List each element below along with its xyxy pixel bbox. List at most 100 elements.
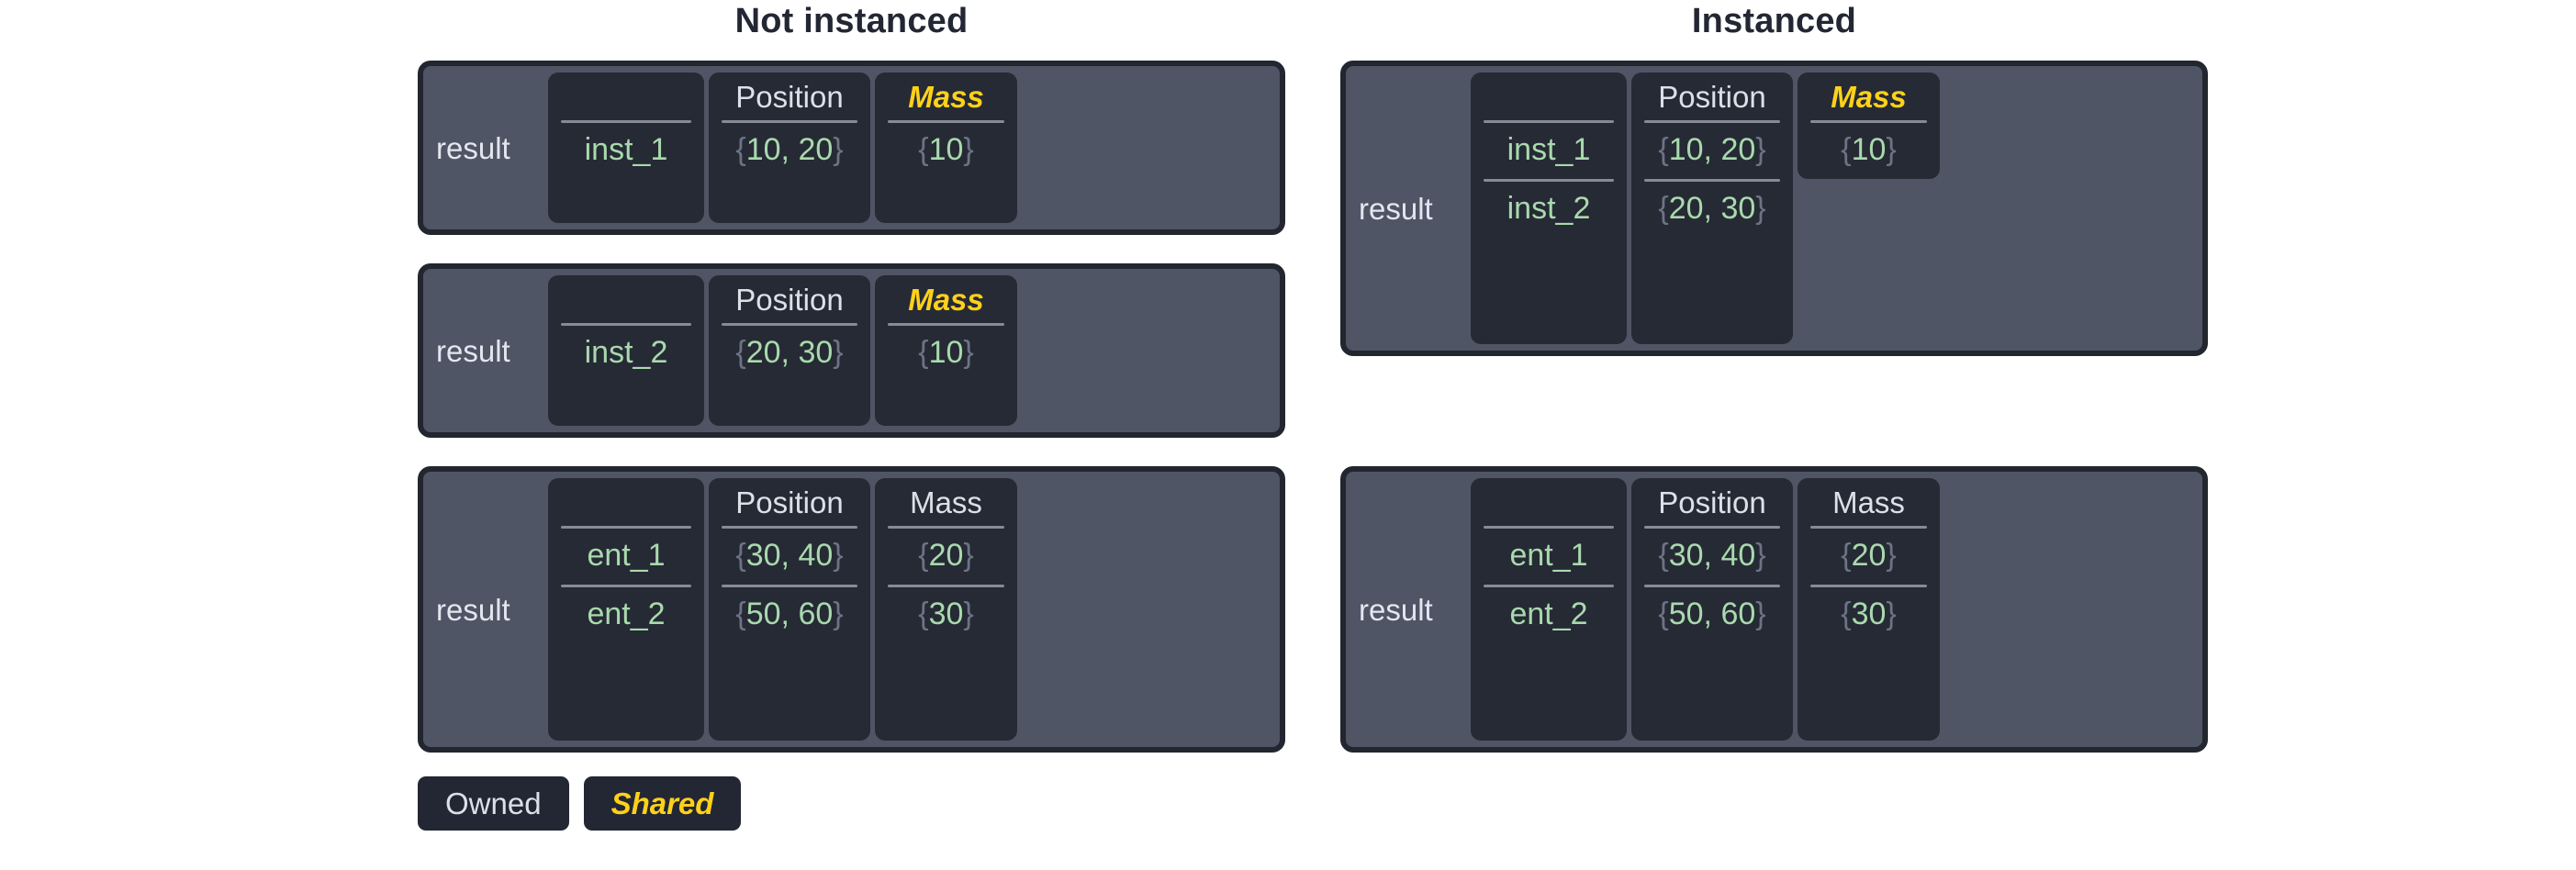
brace-close: } (963, 132, 974, 167)
brace-close: } (833, 132, 844, 167)
cell-value: 10 (1851, 132, 1887, 167)
component-column-mass-shared: Mass {10} (1798, 72, 1940, 179)
table-cell-entity: inst_1 (548, 120, 704, 179)
result-box-instanced-2: result ent_1 ent_2 Position {30, 40} {50… (1340, 466, 2208, 753)
brace-open: { (1658, 191, 1669, 226)
component-column-position: Position {10, 20} (709, 72, 870, 223)
component-columns: inst_1 Position {10, 20} Mass {10} (548, 72, 1271, 223)
cell-value: 30, 40 (1668, 538, 1756, 573)
table-cell-position: {10, 20} (1631, 120, 1793, 179)
brace-open: { (918, 335, 929, 370)
result-box-not-instanced-1: result inst_1 Position {10, 20} Mass {10… (418, 61, 1285, 235)
column-header-entity (1471, 478, 1627, 526)
table-cell-position: {50, 60} (1631, 585, 1793, 643)
cell-value: 10 (928, 132, 964, 167)
result-label: result (1359, 191, 1433, 226)
brace-close: } (963, 538, 974, 573)
table-cell-entity: inst_2 (548, 323, 704, 382)
component-column-entity: inst_1 (548, 72, 704, 223)
table-cell-mass: {10} (875, 120, 1017, 179)
component-column-mass: Mass {20} {30} (875, 478, 1017, 741)
column-header-mass: Mass (910, 485, 982, 519)
brace-close: } (963, 597, 974, 631)
column-header-position: Position (1658, 485, 1766, 519)
table-cell-entity: ent_1 (1471, 526, 1627, 585)
component-column-position: Position {30, 40} {50, 60} (1631, 478, 1793, 741)
table-cell-mass: {20} (875, 526, 1017, 585)
cell-value: 20 (1851, 538, 1887, 573)
cell-value: 20 (928, 538, 964, 573)
column-header-entity (1471, 72, 1627, 120)
column-header-position: Position (1658, 79, 1766, 114)
table-cell-position: {10, 20} (709, 120, 870, 179)
brace-close: } (1886, 132, 1897, 167)
cell-value: 30 (1851, 597, 1887, 631)
result-box-not-instanced-2: result inst_2 Position {20, 30} Mass {10… (418, 263, 1285, 438)
component-column-position: Position {30, 40} {50, 60} (709, 478, 870, 741)
component-column-entity: ent_1 ent_2 (548, 478, 704, 741)
section-title-instanced: Instanced (1691, 2, 1857, 40)
cell-value: 20, 30 (745, 335, 834, 370)
brace-open: { (918, 538, 929, 573)
component-columns: inst_1 inst_2 Position {10, 20} {20, 30}… (1471, 72, 2194, 344)
component-column-position: Position {10, 20} {20, 30} (1631, 72, 1793, 344)
table-cell-mass: {20} (1798, 526, 1940, 585)
brace-close: } (1886, 597, 1897, 631)
result-label: result (436, 130, 510, 165)
table-cell-entity: inst_2 (1471, 179, 1627, 238)
result-box-instanced-1: result inst_1 inst_2 Position {10, 20} {… (1340, 61, 2208, 356)
component-column-mass: Mass {20} {30} (1798, 478, 1940, 741)
brace-close: } (963, 335, 974, 370)
table-cell-entity: ent_2 (548, 585, 704, 643)
cell-value: 50, 60 (1668, 597, 1756, 631)
cell-value: 30 (928, 597, 964, 631)
table-cell-mass: {30} (1798, 585, 1940, 643)
brace-open: { (918, 597, 929, 631)
section-title-not-instanced: Not instanced (734, 2, 969, 40)
column-header-position: Position (735, 79, 844, 114)
cell-value: 10 (928, 335, 964, 370)
brace-open: { (1841, 597, 1852, 631)
brace-open: { (1658, 538, 1669, 573)
table-cell-mass: {10} (1798, 120, 1940, 179)
brace-open: { (1841, 132, 1852, 167)
legend: Owned Shared (418, 776, 742, 831)
result-label: result (436, 592, 510, 627)
cell-value: 10, 20 (745, 132, 834, 167)
table-cell-position: {50, 60} (709, 585, 870, 643)
result-label: result (1359, 592, 1433, 627)
table-cell-mass: {10} (875, 323, 1017, 382)
column-header-position: Position (735, 282, 844, 317)
component-columns: ent_1 ent_2 Position {30, 40} {50, 60} M… (548, 478, 1271, 741)
brace-open: { (1658, 597, 1669, 631)
legend-chip-owned: Owned (418, 776, 569, 831)
column-header-entity (548, 275, 704, 323)
brace-close: } (1755, 597, 1766, 631)
cell-value: 30, 40 (745, 538, 834, 573)
table-cell-entity: ent_1 (548, 526, 704, 585)
brace-close: } (1755, 191, 1766, 226)
column-header-mass: Mass (1832, 485, 1905, 519)
table-cell-position: {30, 40} (709, 526, 870, 585)
component-columns: inst_2 Position {20, 30} Mass {10} (548, 275, 1271, 426)
table-cell-position: {20, 30} (1631, 179, 1793, 238)
component-column-entity: ent_1 ent_2 (1471, 478, 1627, 741)
component-column-entity: inst_2 (548, 275, 704, 426)
brace-close: } (1886, 538, 1897, 573)
column-header-position: Position (735, 485, 844, 519)
brace-close: } (1755, 132, 1766, 167)
legend-chip-shared: Shared (583, 776, 742, 831)
column-header-mass: Mass (908, 79, 984, 114)
brace-close: } (833, 538, 844, 573)
brace-open: { (735, 538, 746, 573)
brace-open: { (735, 132, 746, 167)
table-cell-entity: inst_1 (1471, 120, 1627, 179)
component-column-mass: Mass {10} (875, 275, 1017, 426)
brace-open: { (918, 132, 929, 167)
column-header-entity (548, 72, 704, 120)
table-cell-position: {20, 30} (709, 323, 870, 382)
brace-close: } (1755, 538, 1766, 573)
component-column-position: Position {20, 30} (709, 275, 870, 426)
table-cell-entity: ent_2 (1471, 585, 1627, 643)
component-column-mass: Mass {10} (875, 72, 1017, 223)
